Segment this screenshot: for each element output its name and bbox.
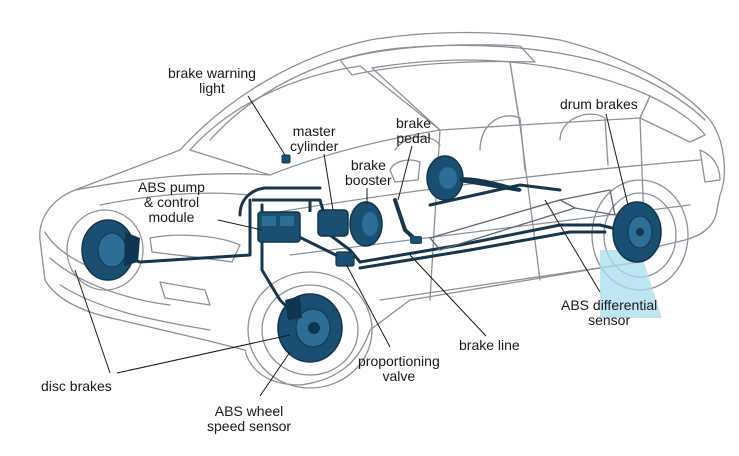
label-brake-booster: brake booster <box>345 157 392 188</box>
label-disc-brakes: disc brakes <box>41 378 112 394</box>
driveshaft <box>428 189 616 251</box>
abs-differential-sensor-highlight <box>600 250 662 318</box>
label-brake-pedal: brake pedal <box>396 115 432 146</box>
rear-differential <box>426 155 521 201</box>
label-drum-brakes: drum brakes <box>560 96 638 112</box>
abs-pump-control-module <box>252 198 312 243</box>
front-right-disc-brake <box>277 293 343 363</box>
front-left-disc-brake <box>81 219 140 281</box>
label-master-cylinder: master cylinder <box>290 123 339 154</box>
rear-drum-brake <box>612 201 662 263</box>
master-cylinder-and-booster <box>317 201 383 247</box>
brake-pedal <box>393 198 422 244</box>
label-abs-pump-control-module: ABS pump & control module <box>138 179 205 225</box>
label-brake-warning-light: brake warning light <box>168 65 256 96</box>
proportioning-valve <box>335 251 355 267</box>
label-abs-differential-sensor: ABS differential sensor <box>561 297 658 328</box>
label-abs-wheel-speed-sensor: ABS wheel speed sensor <box>207 403 292 434</box>
leader-lines <box>74 95 629 397</box>
label-proportioning-valve: proportioning valve <box>358 353 440 384</box>
brake-warning-light <box>281 154 291 164</box>
label-brake-line: brake line <box>459 337 520 353</box>
